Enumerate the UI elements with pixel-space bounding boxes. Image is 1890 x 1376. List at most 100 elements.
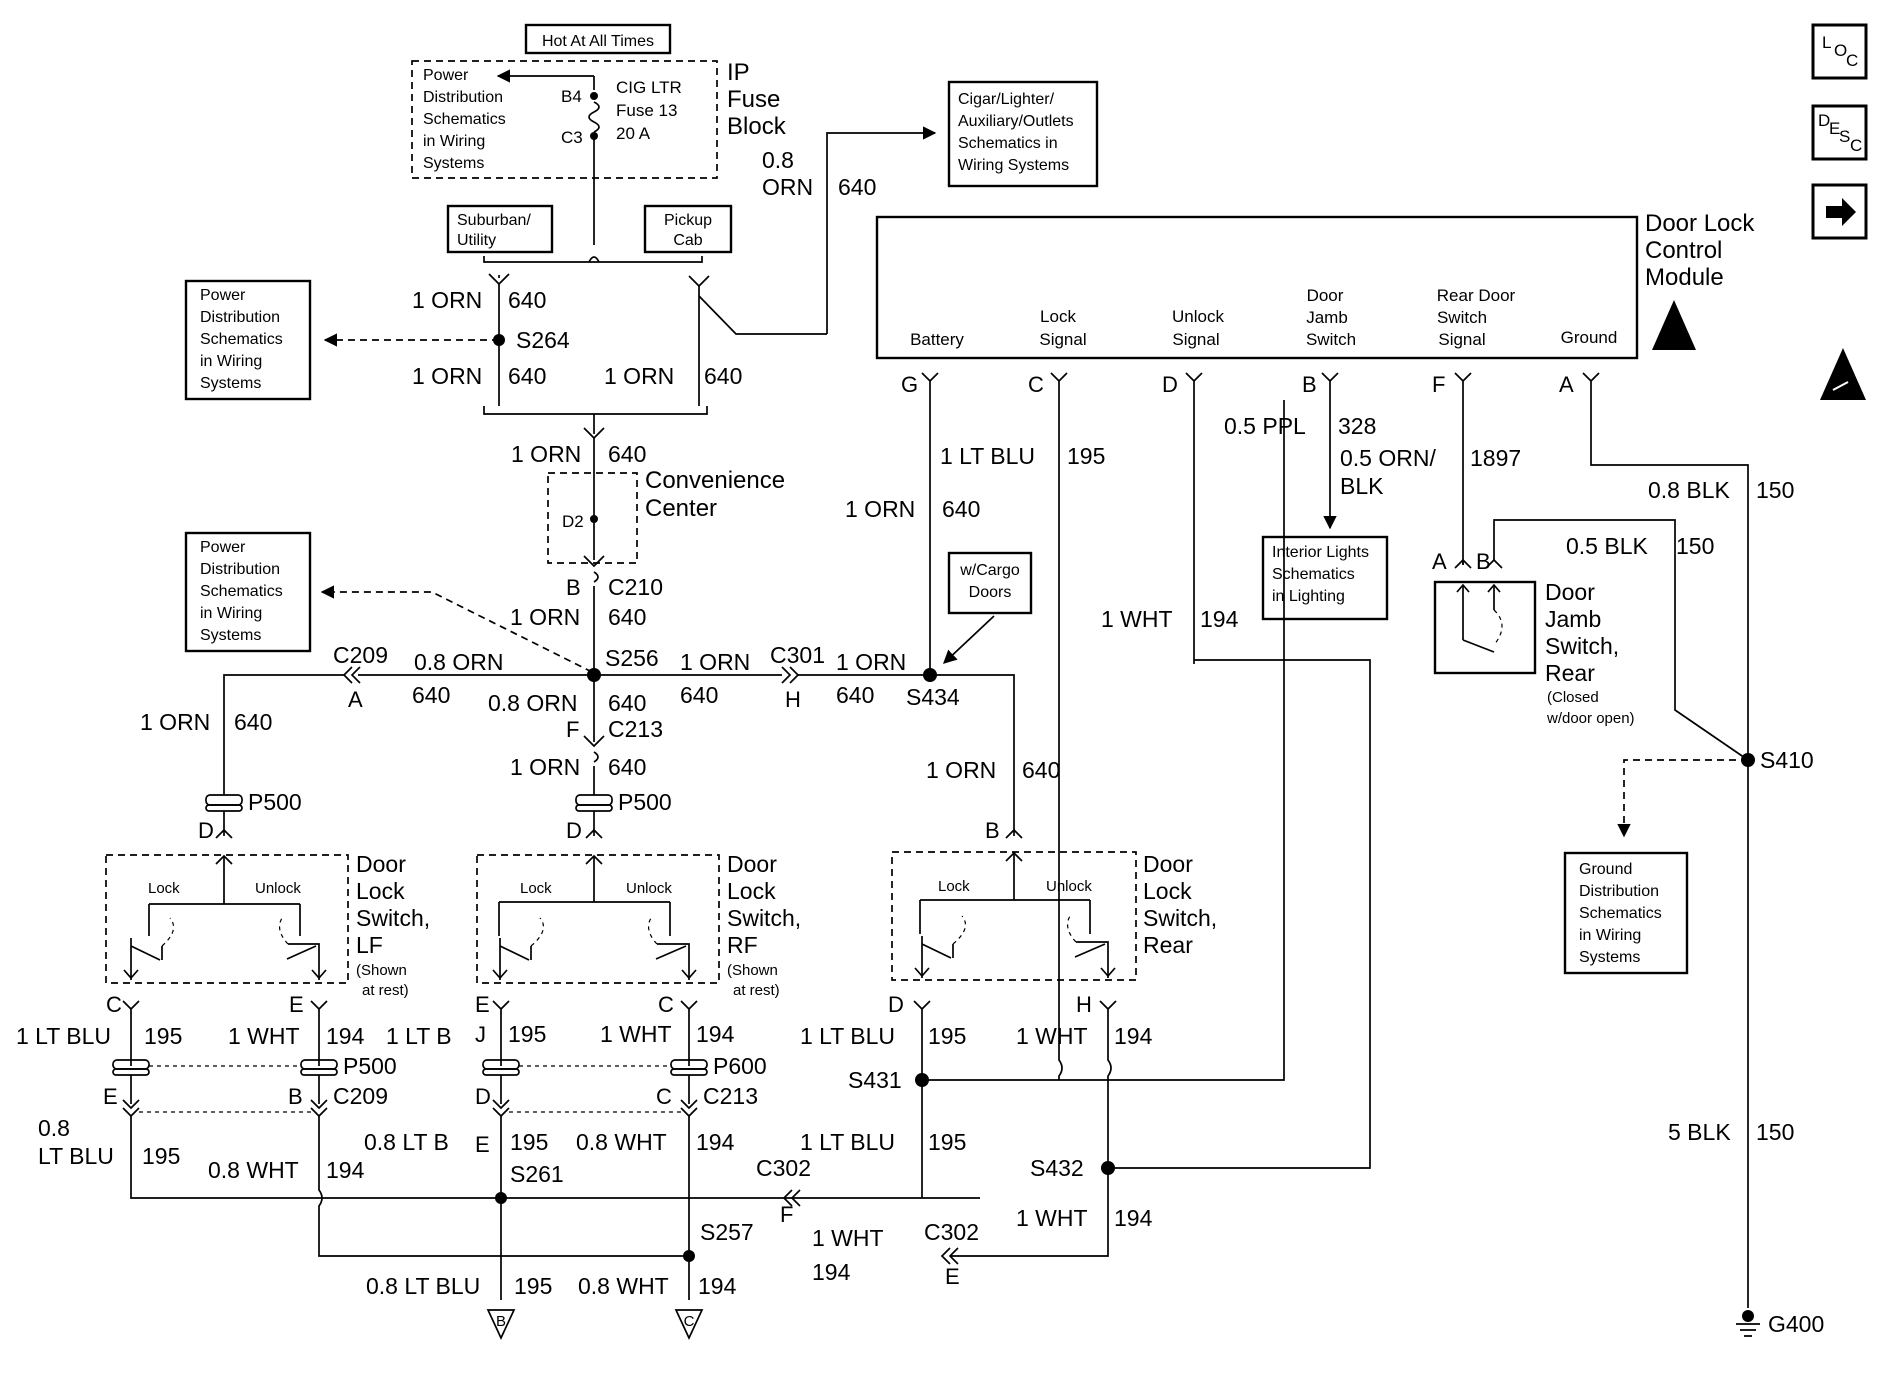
splice-s434: S434 xyxy=(906,684,960,710)
svg-text:in Wiring: in Wiring xyxy=(200,605,262,622)
svg-text:D: D xyxy=(1818,111,1830,130)
pin-label: F xyxy=(566,717,579,742)
ip-fuse-block-label-2: Fuse xyxy=(727,86,780,113)
pin-label: D xyxy=(566,818,582,843)
svg-text:Ground: Ground xyxy=(1579,861,1632,878)
switch-name: Switch, xyxy=(1545,633,1619,659)
pin-label: D xyxy=(475,1084,491,1109)
door-lock-control-module xyxy=(875,215,1639,360)
terminal-label: Switch xyxy=(1306,330,1356,349)
wire-label: 1 ORN xyxy=(511,441,581,467)
pin-label: A xyxy=(348,687,363,712)
svg-text:Systems: Systems xyxy=(200,375,261,392)
ground-distribution-ref[interactable]: Ground Distribution Schematics in Wiring… xyxy=(1563,851,1689,975)
ip-fuse-block-label-1: IP xyxy=(727,59,750,86)
connector-p500: P500 xyxy=(248,789,302,815)
power-distribution-ref-low[interactable]: Power Distribution Schematics in Wiring … xyxy=(184,531,312,653)
wire-label: 1 ORN xyxy=(412,287,482,313)
pin-label: B xyxy=(288,1084,303,1109)
connector-c209: C209 xyxy=(333,1083,388,1109)
wire-label: 1 ORN xyxy=(845,496,915,522)
wire-label: 0.8 BLK xyxy=(1648,477,1730,503)
splice-s410: S410 xyxy=(1760,747,1814,773)
power-distribution-ref-mid[interactable]: Power Distribution Schematics in Wiring … xyxy=(184,279,312,401)
switch-name: Switch, xyxy=(727,905,801,931)
svg-text:Distribution: Distribution xyxy=(200,561,280,578)
svg-text:B: B xyxy=(1302,372,1317,397)
switch-name: Lock xyxy=(727,878,776,904)
off-page-connector-b: B xyxy=(486,1309,516,1341)
terminal-label: Door xyxy=(1307,286,1344,305)
wire-label: 1897 xyxy=(1470,445,1521,471)
wire-label: 0.5 ORN/ xyxy=(1340,445,1436,471)
wire-label: 1 WHT xyxy=(1101,606,1173,632)
switch-lock-label: Lock xyxy=(938,878,970,895)
connector-p600: P600 xyxy=(713,1053,767,1079)
wire-label: 194 xyxy=(1114,1023,1153,1049)
pin-label: E xyxy=(475,992,490,1017)
svg-text:Suburban/: Suburban/ xyxy=(457,212,531,229)
svg-text:Distribution: Distribution xyxy=(423,89,503,106)
svg-text:Systems: Systems xyxy=(423,155,484,172)
cigar-lighter-ref[interactable]: Cigar/Lighter/ Auxiliary/Outlets Schemat… xyxy=(947,80,1099,188)
power-distribution-ref-top[interactable]: Power Distribution Schematics in Wiring … xyxy=(423,67,506,172)
svg-text:L: L xyxy=(1822,33,1831,52)
pin-label: H xyxy=(1076,992,1092,1017)
svg-text:C: C xyxy=(1028,372,1044,397)
terminal-label: Ground xyxy=(1561,328,1618,347)
wire-label: 195 xyxy=(928,1129,966,1155)
next-arrow-icon[interactable] xyxy=(1811,183,1868,240)
wire-label: 1 ORN xyxy=(510,604,580,630)
pin-label: F xyxy=(780,1202,793,1227)
wire-label: 1 ORN xyxy=(926,757,996,783)
module-name: Control xyxy=(1645,237,1722,264)
switch-unlock-label: Unlock xyxy=(1046,878,1092,895)
wire-label: 640 xyxy=(608,604,646,630)
switch-name: Door xyxy=(1143,851,1193,877)
switch-note: at rest) xyxy=(362,982,409,999)
connector-c210: C210 xyxy=(608,574,663,600)
switch-lock-label: Lock xyxy=(520,880,552,897)
svg-text:Schematics: Schematics xyxy=(200,331,283,348)
wire-label: 194 xyxy=(326,1023,365,1049)
wire-label: 640 xyxy=(608,754,646,780)
switch-unlock-label: Unlock xyxy=(255,880,301,897)
pin-label: C xyxy=(656,1084,672,1109)
terminal-label: Signal xyxy=(1438,330,1485,349)
pickup-cab-label: Pickup Cab xyxy=(643,204,733,254)
switch-name: Switch, xyxy=(356,905,430,931)
svg-text:in Wiring: in Wiring xyxy=(1579,927,1641,944)
switch-name: Door xyxy=(1545,579,1595,605)
switch-note: (Shown xyxy=(727,962,778,979)
connector-c302: C302 xyxy=(756,1155,811,1181)
wire-label: ORN xyxy=(762,174,813,200)
svg-text:O: O xyxy=(1834,41,1847,60)
switch-name: RF xyxy=(727,932,758,958)
wire-label: 1 WHT xyxy=(1016,1023,1088,1049)
switch-name: Switch, xyxy=(1143,905,1217,931)
cargo-doors-note: w/Cargo Doors xyxy=(947,551,1033,615)
wire-label: 0.8 LT BLU xyxy=(366,1273,480,1299)
pin-label: H xyxy=(785,687,801,712)
wire-label: 640 xyxy=(838,174,876,200)
wire-label: 1 LT BLU xyxy=(940,443,1035,469)
switch-note: (Closed xyxy=(1547,689,1599,706)
interior-lights-ref[interactable]: Interior Lights Schematics in Lighting xyxy=(1261,535,1389,621)
switch-name: Door xyxy=(356,851,406,877)
esd-warning-icon xyxy=(1820,348,1866,400)
wire-label: 1 WHT xyxy=(1016,1205,1088,1231)
ip-fuse-block-label-3: Block xyxy=(727,113,787,140)
wire-label: 0.5 PPL xyxy=(1224,413,1306,439)
splice-s256: S256 xyxy=(605,645,659,671)
ground-g400-icon xyxy=(1736,1310,1760,1337)
module-esd-icon xyxy=(1652,300,1696,350)
wire-label: 1 LT B xyxy=(386,1023,452,1049)
wire-label: 640 xyxy=(234,709,272,735)
svg-text:Hot At All Times: Hot At All Times xyxy=(542,33,654,50)
pin-label: A xyxy=(1432,549,1447,574)
wire-label: 194 xyxy=(1200,606,1239,632)
svg-text:A: A xyxy=(1559,372,1574,397)
svg-text:in Lighting: in Lighting xyxy=(1272,588,1345,605)
